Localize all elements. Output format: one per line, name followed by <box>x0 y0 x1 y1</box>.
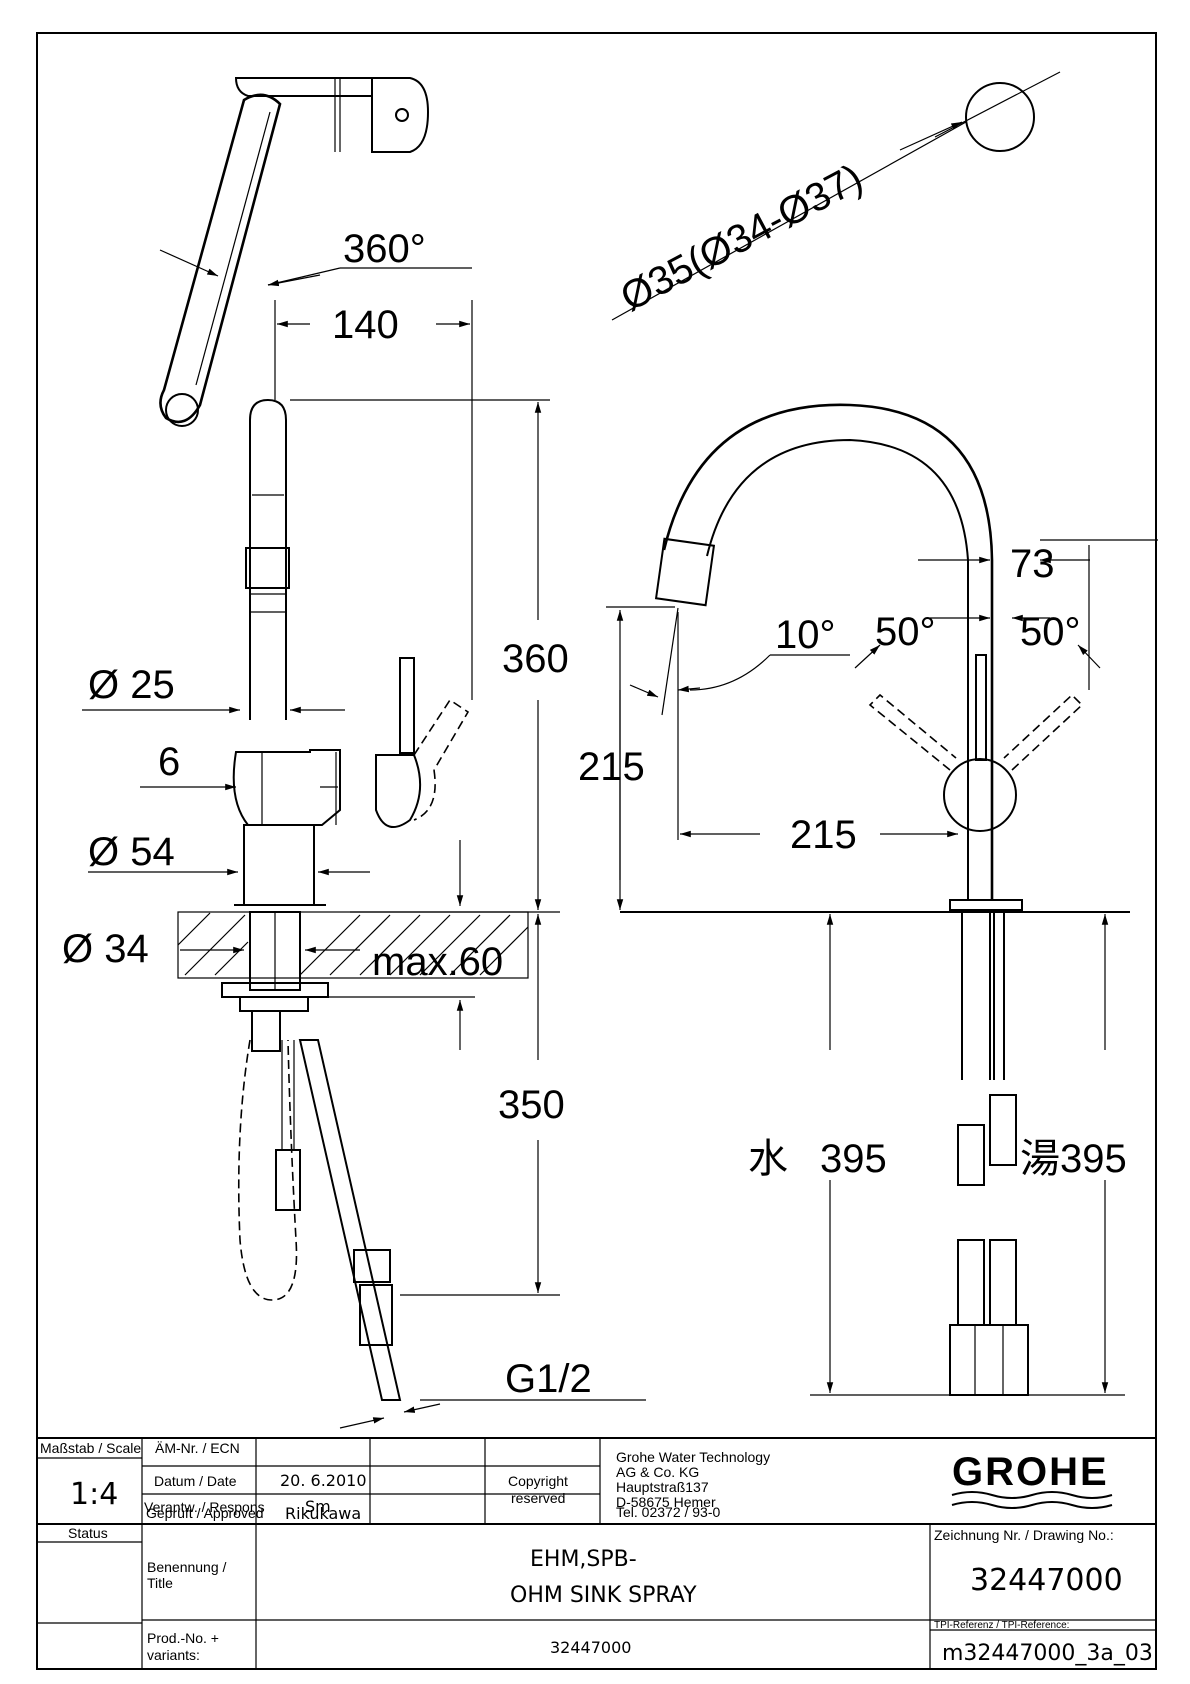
lever-spacing-dimension: 73 <box>1010 542 1055 586</box>
rotation-dimension: 360° <box>343 227 426 271</box>
prodno-label-2: variants: <box>147 1647 200 1663</box>
responsible-value: Sm <box>305 1497 331 1516</box>
hot-length-dimension: 395 <box>1060 1137 1127 1181</box>
cold-length-dimension: 395 <box>820 1137 887 1181</box>
title-line-2: OHM SINK SPRAY <box>510 1583 697 1608</box>
drawing-number: 32447000 <box>970 1563 1123 1598</box>
copyright-line2: reserved <box>511 1490 565 1506</box>
drawing-no-label: Zeichnung Nr. / Drawing No.: <box>934 1527 1114 1543</box>
company-line-4: D-58675 Hemer <box>616 1494 716 1510</box>
spray-angle-dimension: 10° <box>775 613 836 657</box>
date-label: Datum / Date <box>154 1473 237 1489</box>
status-label: Status <box>68 1525 108 1541</box>
lever-angle-right: 50° <box>1020 610 1081 654</box>
counter-hatch <box>177 912 529 976</box>
company-line-2: AG & Co. KG <box>616 1464 699 1480</box>
tpi-value: m32447000_3a_03 <box>942 1641 1153 1666</box>
shank-diameter-dimension: Ø 34 <box>62 927 149 971</box>
prodno-value: 32447000 <box>550 1638 631 1657</box>
company-line-5: Tel. 02372 / 93-0 <box>616 1504 721 1520</box>
tpi-label: TPI-Referenz / TPI-Reference: <box>934 1620 1069 1631</box>
svg-text:GROHE: GROHE <box>952 1450 1109 1494</box>
thread-dimension: G1/2 <box>505 1357 592 1401</box>
lever-offset-dimension: 6 <box>158 740 180 784</box>
scale-value: 1:4 <box>70 1477 118 1512</box>
prodno-label-1: Prod.-No. + <box>147 1630 219 1646</box>
title-label-1: Benennung / <box>147 1559 227 1575</box>
side-view: Ø 25 6 Ø 54 Ø 34 max.60 360 350 G1/2 <box>62 398 646 1429</box>
hot-label: 湯 <box>1020 1137 1060 1181</box>
front-reach-dimension: 215 <box>790 813 857 857</box>
date-value: 20. 6.2010 <box>280 1471 367 1490</box>
approved-value: Rikukawa <box>285 1504 361 1523</box>
hole-diameter-callout: Ø35(Ø34-Ø37) <box>611 71 1061 321</box>
hole-diameter-text: Ø35(Ø34-Ø37) <box>614 156 870 320</box>
lever-angle-left: 50° <box>875 610 936 654</box>
reach-dimension: 140 <box>332 303 399 347</box>
company-line-1: Grohe Water Technology <box>616 1449 770 1465</box>
copyright-line1: Copyright <box>508 1473 568 1489</box>
ecn-label: ÄM-Nr. / ECN <box>155 1440 240 1456</box>
spout-height-dimension: 360 <box>502 637 569 681</box>
grohe-logo: GROHE <box>951 1450 1113 1509</box>
counter-thickness-dimension: max.60 <box>372 940 503 984</box>
cold-label: 水 <box>748 1137 788 1181</box>
responsible-label: Verantw. / Respons <box>144 1499 265 1515</box>
spout-diameter-dimension: Ø 25 <box>88 663 175 707</box>
title-label-2: Title <box>147 1575 173 1591</box>
company-line-3: Hauptstraß137 <box>616 1479 709 1495</box>
title-line-1: EHM,SPB- <box>530 1547 637 1572</box>
base-diameter-dimension: Ø 54 <box>88 830 175 874</box>
approved-label: Geprüft / Approved <box>146 1505 264 1521</box>
front-height-dimension: 215 <box>578 745 645 789</box>
title-block: Maßstab / Scale 1:4 ÄM-Nr. / ECN Datum /… <box>36 1437 1157 1670</box>
scale-label: Maßstab / Scale <box>40 1440 141 1456</box>
front-view: 73 50° 50° 10° 215 215 水 395 湯 395 <box>578 403 1158 1396</box>
drawing-frame <box>36 32 1157 1670</box>
hose-length-dimension: 350 <box>498 1083 565 1127</box>
top-view: 360° 140 <box>159 77 473 700</box>
